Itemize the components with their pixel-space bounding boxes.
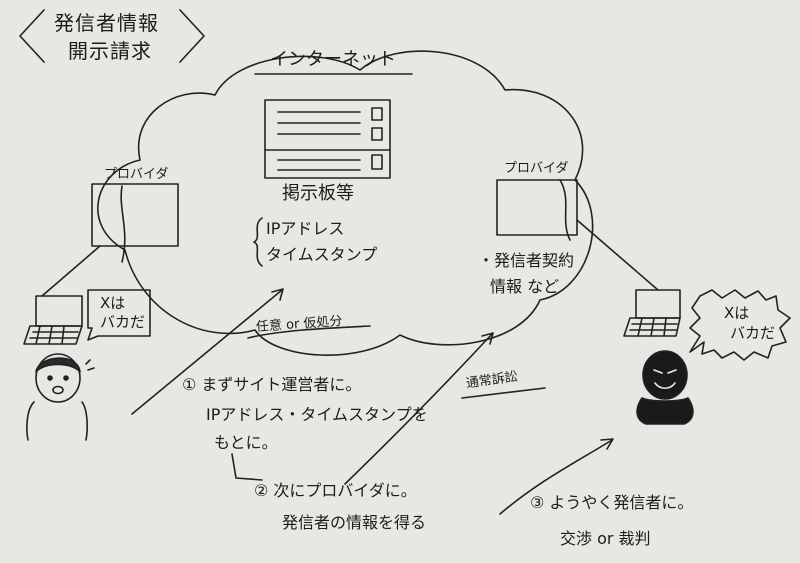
victim-laptop-icon — [23, 295, 83, 345]
step2-arrow — [344, 333, 493, 485]
provider-info-line1: ・発信者契約 — [478, 251, 575, 270]
poster-bubble-line2: バカだ — [730, 324, 776, 342]
right-provider-to-laptop-line — [576, 219, 659, 291]
left-provider-box — [91, 183, 179, 247]
victim-bubble-line1: Xは — [100, 294, 126, 312]
poster-bubble-line1: Xは — [724, 304, 750, 322]
poster-person-icon — [636, 350, 694, 425]
board-info-timestamp: タイムスタンプ — [266, 245, 378, 264]
title-line1: 発信者情報 — [54, 11, 159, 35]
victim-person-icon — [26, 353, 95, 441]
step2-line1: ② 次にプロバイダに。 — [254, 481, 417, 500]
left-provider-label: プロバイダ — [104, 167, 169, 182]
step1-line2: IPアドレス・タイムスタンプを — [206, 405, 428, 424]
bulletin-board-icon — [264, 99, 391, 179]
provider-info-line2: 情報 など — [490, 277, 560, 296]
victim-bubble-line2: バカだ — [100, 313, 146, 331]
board-info-ip: IPアドレス — [266, 219, 345, 238]
bulletin-board-label: 掲示板等 — [282, 183, 354, 204]
internet-label: インターネット — [270, 49, 396, 70]
title-bracket-right — [179, 9, 205, 63]
step1-line1: ① まずサイト運営者に。 — [182, 375, 362, 394]
victim-speech-bubble — [87, 289, 151, 341]
title-line2: 開示請求 — [68, 39, 152, 63]
title-bracket-left — [19, 9, 45, 63]
left-laptop-to-provider-line — [41, 245, 101, 297]
step1-line3: もとに。 — [214, 433, 278, 452]
right-provider-box — [496, 179, 578, 236]
poster-speech-bubble — [689, 289, 791, 361]
step3-line2: 交渉 or 裁判 — [560, 529, 651, 548]
poster-laptop-icon — [623, 289, 681, 337]
step3-line1: ③ ようやく発信者に。 — [530, 493, 694, 512]
step3-arrow — [499, 439, 613, 515]
internet-cloud — [97, 50, 594, 356]
step2-line2: 発信者の情報を得る — [282, 513, 427, 532]
step1-arrow — [131, 289, 283, 415]
right-provider-label: プロバイダ — [504, 161, 569, 176]
